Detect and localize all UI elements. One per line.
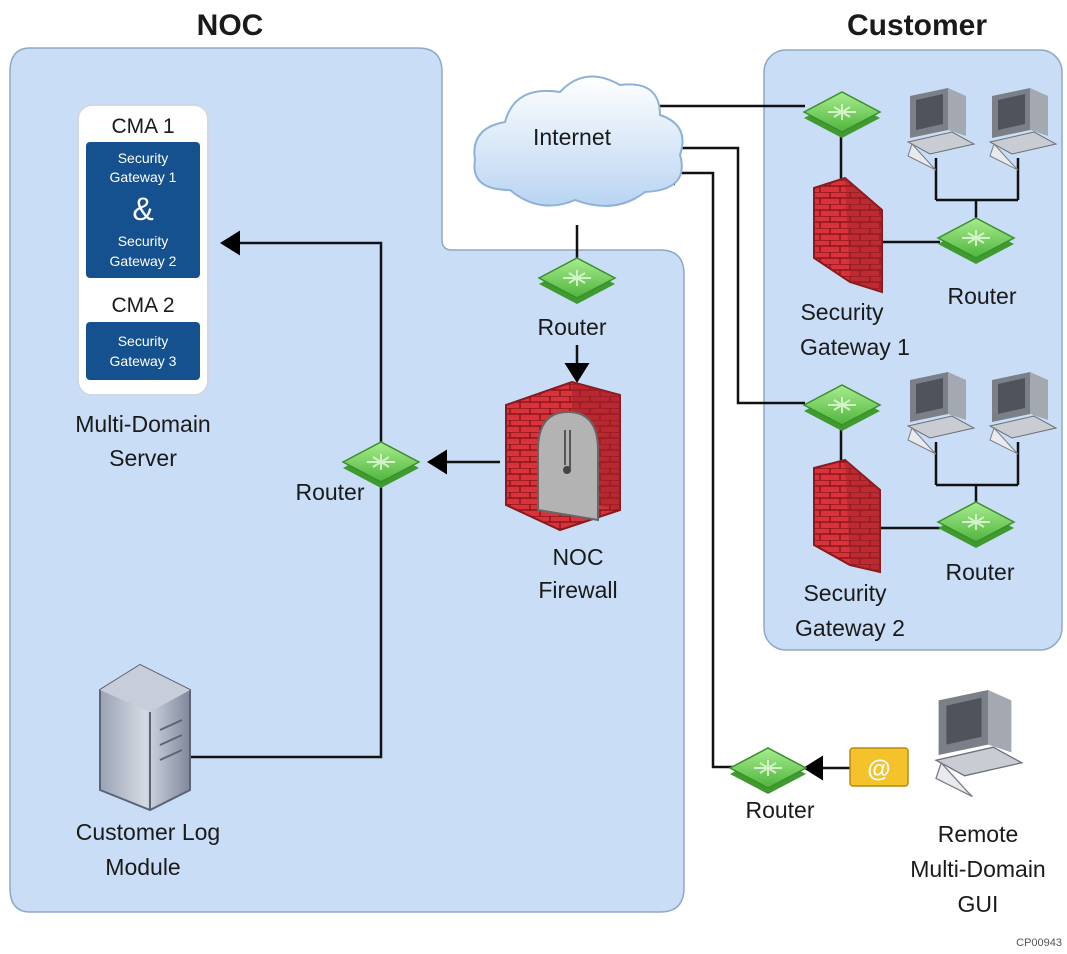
cma1-gw2-line1: Security — [118, 233, 169, 249]
cma1-gw2-line2: Gateway 2 — [110, 253, 177, 269]
remote-gui-label-line2: Multi-Domain — [910, 856, 1045, 882]
remote-gui-label-line1: Remote — [938, 821, 1019, 847]
multi-domain-server: CMA 1 Security Gateway 1 & Security Gate… — [75, 104, 211, 471]
noc-router-top: Router — [537, 257, 616, 340]
log-module-label-line2: Module — [105, 854, 180, 880]
line-lan1-ws — [934, 158, 1020, 225]
internet-label: Internet — [533, 124, 612, 150]
figure-code: CP00943 — [1016, 937, 1062, 949]
cust-gw1-label-line2: Gateway 1 — [800, 334, 910, 360]
cust-gw2-label-line1: Security — [803, 580, 887, 606]
cma2-gateway-box — [86, 322, 200, 380]
cma1-gw1-line2: Gateway 1 — [110, 169, 177, 185]
email-icon: @ — [849, 747, 909, 787]
remote-router: Router — [729, 747, 815, 823]
mds-label-line2: Server — [109, 445, 177, 471]
mds-label-line1: Multi-Domain — [75, 411, 210, 437]
email-icon-glyph: @ — [867, 756, 890, 783]
line-router-log-module — [180, 485, 383, 759]
noc-router-top-label: Router — [537, 314, 606, 340]
line-lan2-ws — [934, 442, 1020, 510]
cust-security-gateway-1: Security Gateway 1 — [800, 176, 910, 360]
remote-router-label: Router — [745, 797, 814, 823]
cust-lan-router-1: Router — [937, 217, 1017, 309]
cma1-label: CMA 1 — [111, 115, 174, 138]
line-internet-cust-router2 — [650, 146, 805, 405]
noc-firewall-label-line2: Firewall — [538, 577, 617, 603]
cma1-ampersand: & — [132, 191, 153, 227]
cma2-gw3-line2: Gateway 3 — [110, 353, 177, 369]
cma2-label: CMA 2 — [111, 294, 174, 317]
cma1-gateways-box — [86, 142, 200, 278]
noc-router-mid-label: Router — [295, 479, 364, 505]
cust-router1-label: Router — [947, 283, 1016, 309]
cma2-gw3-line1: Security — [118, 333, 169, 349]
cust-lan-router-2: Router — [937, 501, 1015, 585]
internet-cloud: Internet — [473, 75, 684, 207]
noc-firewall: NOC Firewall — [505, 380, 621, 603]
connection-lines — [180, 104, 1020, 781]
log-module-label-line1: Customer Log — [76, 819, 220, 845]
cust-router2-label: Router — [945, 559, 1014, 585]
cust-gw1-label-line1: Security — [800, 299, 884, 325]
remote-gui-label-line3: GUI — [958, 891, 999, 917]
noc-firewall-label-line1: NOC — [552, 544, 603, 570]
customer-log-module: Customer Log Module — [76, 663, 220, 880]
cust-security-gateway-2: Security Gateway 2 — [795, 458, 905, 641]
noc-router-mid: Router — [295, 441, 420, 505]
firewall-arch-icon — [537, 410, 599, 522]
line-remote-internet — [655, 160, 735, 769]
cma1-gw1-line1: Security — [118, 150, 169, 166]
cust-gw2-label-line2: Gateway 2 — [795, 615, 905, 641]
noc-title: NOC — [197, 9, 264, 42]
line-router-mds — [220, 230, 383, 455]
customer-title: Customer — [847, 9, 987, 42]
remote-gui-workstation: Remote Multi-Domain GUI — [910, 689, 1046, 917]
